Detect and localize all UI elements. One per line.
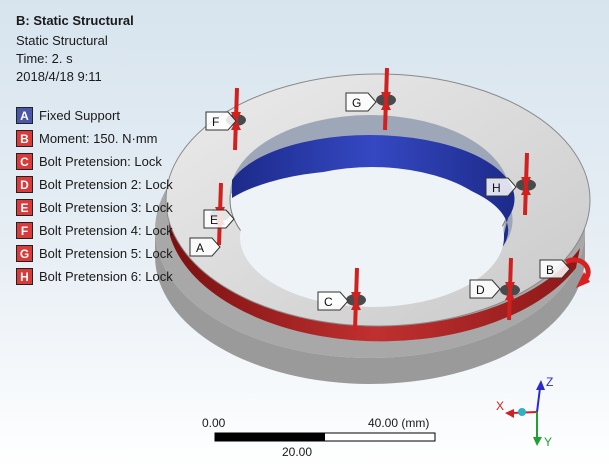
coordinate-triad[interactable]: Z X Y: [496, 375, 553, 449]
legend-item-a: A Fixed Support: [16, 106, 173, 125]
legend-item-c: C Bolt Pretension: Lock: [16, 152, 173, 171]
legend-label: Bolt Pretension 5: Lock: [39, 246, 173, 261]
tag-label: C: [324, 295, 333, 309]
scale-bar: [214, 432, 436, 442]
scale-mid-label: 20.00: [282, 445, 313, 459]
legend-label: Bolt Pretension 3: Lock: [39, 200, 173, 215]
legend-item-b: B Moment: 150. N·mm: [16, 129, 173, 148]
tag-g: G: [345, 92, 377, 112]
axis-z-label: Z: [546, 375, 553, 389]
moment-marker: [564, 257, 591, 288]
axis-y-label: Y: [544, 435, 552, 449]
bolt-pin: [346, 267, 366, 331]
tag-label: B: [546, 263, 554, 277]
scale-end-label: 40.00 (mm): [368, 416, 430, 430]
tag-label: H: [492, 181, 501, 195]
tag-label: E: [210, 213, 218, 227]
legend-label: Bolt Pretension 4: Lock: [39, 223, 173, 238]
legend-swatch: D: [16, 176, 33, 193]
bolt-markers: [210, 67, 536, 331]
legend-swatch: F: [16, 222, 33, 239]
legend-swatch: B: [16, 130, 33, 147]
model-tags: A B C D E F G H: [189, 92, 571, 311]
legend-label: Bolt Pretension 6: Lock: [39, 269, 173, 284]
axis-x-label: X: [496, 399, 504, 413]
tag-b: B: [539, 259, 571, 279]
bolt-pin: [500, 257, 520, 321]
legend-label: Fixed Support: [39, 108, 120, 123]
tag-h: H: [485, 177, 517, 197]
analysis-date: 2018/4/18 9:11: [16, 69, 102, 84]
analysis-type: Static Structural: [16, 33, 108, 48]
tag-f: F: [205, 111, 237, 131]
scale-start-label: 0.00: [202, 416, 226, 430]
bolt-pin: [516, 152, 536, 216]
legend-label: Moment: 150. N·mm: [39, 131, 158, 146]
tag-label: D: [476, 283, 485, 297]
legend-swatch: G: [16, 245, 33, 262]
legend-item-h: H Bolt Pretension 6: Lock: [16, 267, 173, 286]
tag-label: G: [352, 96, 361, 110]
legend-item-g: G Bolt Pretension 5: Lock: [16, 244, 173, 263]
bolt-pin: [376, 67, 396, 131]
legend-item-e: E Bolt Pretension 3: Lock: [16, 198, 173, 217]
legend-label: Bolt Pretension 2: Lock: [39, 177, 173, 192]
tag-d: D: [469, 279, 501, 299]
tag-a: A: [189, 237, 221, 257]
tag-e: E: [203, 209, 235, 229]
legend-item-f: F Bolt Pretension 4: Lock: [16, 221, 173, 240]
legend-swatch: E: [16, 199, 33, 216]
analysis-title: B: Static Structural: [16, 13, 134, 28]
legend-label: Bolt Pretension: Lock: [39, 154, 162, 169]
analysis-time: Time: 2. s: [16, 51, 73, 66]
tag-label: F: [212, 115, 219, 129]
legend-swatch: C: [16, 153, 33, 170]
tag-c: C: [317, 291, 349, 311]
legend-swatch: A: [16, 107, 33, 124]
tag-label: A: [196, 241, 204, 255]
legend-swatch: H: [16, 268, 33, 285]
legend-item-d: D Bolt Pretension 2: Lock: [16, 175, 173, 194]
